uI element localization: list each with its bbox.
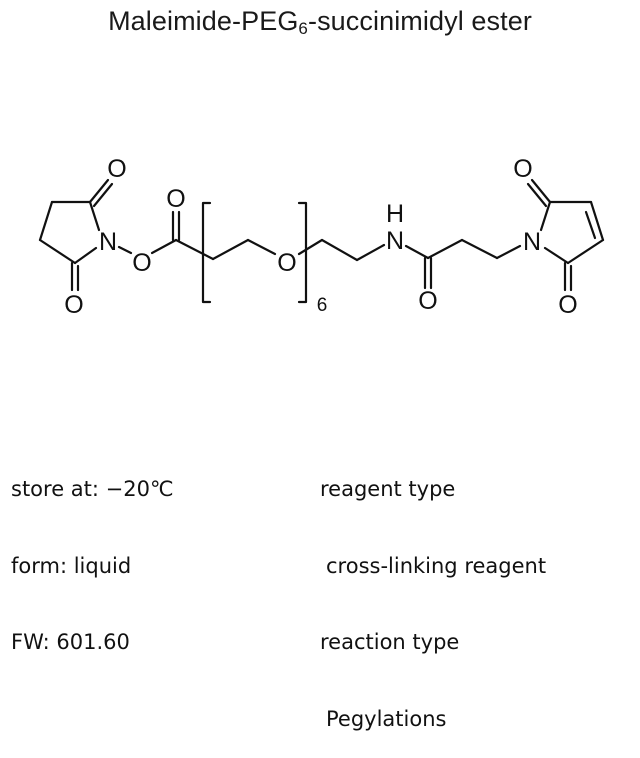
atom-o: O [107, 155, 126, 183]
bond [584, 210, 597, 240]
bond [355, 243, 386, 262]
bond [246, 238, 277, 256]
storage-temperature: store at: −20℃ [11, 477, 174, 501]
bond [38, 200, 54, 242]
left-bracket [201, 201, 212, 304]
bond [320, 238, 359, 262]
atom-o: O [558, 291, 577, 319]
atom-n: N [99, 228, 117, 256]
bond [404, 244, 430, 260]
bond [426, 238, 464, 260]
title-prefix: Maleimide-PEG [108, 6, 299, 36]
atom-n: N [523, 228, 541, 256]
bond [174, 238, 215, 261]
reaction-type-label: reaction type [320, 630, 460, 654]
atom-n: N [386, 227, 404, 255]
bond [589, 200, 605, 242]
repeat-count: 6 [317, 295, 328, 316]
atom-o: O [132, 249, 151, 277]
reagent-type-value: cross-linking reagent [326, 553, 547, 578]
chemical-structure: O N O O O O 6 H N O O N O [38, 155, 605, 319]
bond [88, 178, 110, 204]
atom-o: O [418, 287, 437, 315]
atom-o: O [64, 291, 83, 319]
bond [211, 238, 250, 261]
bond [88, 200, 101, 232]
atom-o: O [166, 185, 185, 213]
bond [530, 178, 552, 204]
atom-h: H [386, 200, 404, 228]
formula-weight: FW: 601.60 [11, 630, 130, 654]
atom-labels: O N O O O O 6 H N O O N O [64, 155, 577, 319]
bond [495, 244, 522, 260]
bonds [38, 178, 605, 304]
compound-title: Maleimide-PEG6-succinimidyl ester [0, 6, 640, 39]
title-suffix: -succinimidyl ester [307, 6, 532, 36]
form: form: liquid [11, 553, 132, 578]
title-subscript: 6 [298, 19, 308, 38]
bond [297, 238, 324, 256]
atom-o: O [513, 155, 532, 183]
atom-o: O [277, 249, 296, 277]
bond [460, 238, 499, 260]
bond [73, 246, 98, 265]
properties-left: store at: −20℃ form: liquid FW: 601.60 [11, 426, 174, 681]
bond [526, 182, 548, 208]
bond [92, 182, 114, 208]
bond [150, 238, 178, 255]
bond [117, 245, 133, 255]
bond [543, 246, 570, 265]
bond [566, 238, 605, 265]
right-bracket [297, 201, 308, 304]
reagent-type-label: reagent type [320, 477, 456, 501]
reaction-type-value: Pegylations [326, 706, 447, 731]
properties-right: reagent type cross-linking reagent react… [320, 426, 546, 758]
bond [38, 238, 77, 265]
bond [539, 200, 552, 232]
